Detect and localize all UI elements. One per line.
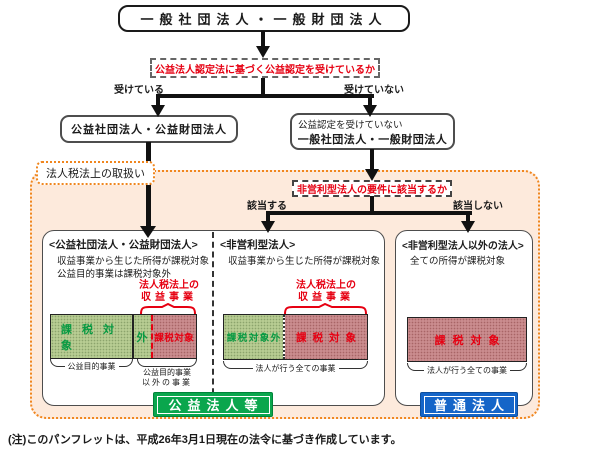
col2-title: <非営利型法人> [220,239,296,251]
col2-tax-bar: 課税対象外 課税対象 [223,314,368,360]
connector-q1-branch [156,94,374,98]
branch-label-not-applies: 該当しない [453,201,503,212]
uncertified-box-title: 一般社団法人・一般財団法人 [297,134,448,146]
col3-brace-label: 法人が行う全ての事業 [407,365,527,376]
col2-bar-divider [283,315,285,359]
arrow-down-icon [256,46,270,58]
arrow-down-icon [365,169,379,181]
col2-bar-taxable-segment: 課税対象 [285,315,367,359]
uncertified-box-subtitle: 公益認定を受けていない [298,120,403,131]
col2-taxable-business-label-line1: 法人税法上の [296,280,356,291]
col1-taxable-business-label-line1: 法人税法上の [139,280,199,291]
arrow-down-icon [151,105,165,117]
koeki-hojin-badge-label: 公益法人等 [156,395,270,414]
col1-tax-bar: 課税対象 外 課税対象 [50,314,197,359]
futsu-hojin-badge: 普通法人 [420,392,518,417]
footer-note: (注)このパンフレットは、平成26年3月1日現在の法令に基づき作成しています。 [8,434,402,446]
connector-q2-left-stub [266,214,270,222]
col2-bar-nontaxable-segment: 課税対象外 [224,315,283,359]
arrow-down-icon [461,221,475,233]
col1-brace-left-text: 公益目的事業 [64,362,119,371]
tax-treatment-section-label: 法人税法上の取扱い [36,161,155,185]
connector-q2-stem [370,196,374,212]
root-entity-box: 一般社団法人・一般財団法人 [118,5,410,32]
col1-title: <公益社団法人・公益財団法人> [49,239,198,251]
col2-taxable-business-label: 法人税法上の 収益事業 [285,280,367,303]
col1-bar-divider [132,315,134,358]
col1-taxable-business-label-line2: 収益事業 [141,291,197,303]
branch-label-certified-no: 受けていない [344,85,404,96]
col1-brace-right-line1: 公益目的事業 [143,368,191,377]
arrow-down-icon [261,221,275,233]
col1-bar-nontaxable-suffix: 外 [133,315,151,358]
underbrace-icon [137,359,197,367]
col3-tax-bar: 課税対象 [407,317,527,362]
col2-taxable-business-label-line2: 収益事業 [298,291,354,303]
question-nonprofit-type-box: 非営利型法人の要件に該当するか [292,180,452,197]
question-koeki-certified-box: 公益法人認定法に基づく公益認定を受けているか [150,58,380,78]
koeki-hojin-badge: 公益法人等 [153,392,273,417]
branch-label-applies: 該当する [247,201,287,212]
overbrace-icon [284,303,367,314]
col2-brace-text: 法人が行う全ての事業 [252,364,339,373]
col2-brace-label: 法人が行う全ての事業 [223,363,368,374]
connector-branch-left-stub [156,97,160,106]
connector-branch-right-stub [368,97,372,106]
col1-brace-right-label: 公益目的事業 以外の事業 [128,368,206,387]
col1-desc2: 公益目的事業は課税対象外 [57,269,172,280]
connector-ippan-to-q2 [370,149,374,170]
col1-desc1: 収益事業から生じた所得が課税対象 [57,256,210,267]
col1-brace-right-line2: 以外の事業 [142,377,192,387]
arrow-down-icon [363,105,377,117]
panel-divider [212,232,214,404]
uncertified-corporation-box: 公益認定を受けていない 一般社団法人・一般財団法人 [290,113,455,150]
branch-label-certified-yes: 受けている [114,85,164,96]
col3-desc1: 全ての所得が課税対象 [410,256,506,267]
col1-taxable-business-label: 法人税法上の 収益事業 [133,280,205,303]
col3-brace-text: 法人が行う全ての事業 [424,366,510,375]
connector-q2-right-stub [466,214,470,222]
connector-q2-branch [266,211,472,215]
arrow-down-icon [140,226,156,238]
col1-bar-nontaxable-segment: 課税対象 [51,315,132,358]
koeki-corporation-box: 公益社団法人・公益財団法人 [60,115,238,143]
futsu-hojin-badge-label: 普通法人 [423,395,515,414]
col2-desc1: 収益事業から生じた所得が課税対象 [228,256,381,267]
connector-root-to-q1 [261,31,265,47]
col1-brace-left-label: 公益目的事業 [50,361,133,372]
overbrace-icon [140,303,196,314]
col1-bar-taxable-segment: 課税対象 [150,315,196,358]
col3-title: <非営利型法人以外の法人> [402,241,524,252]
connector-q1-stem [261,78,265,96]
